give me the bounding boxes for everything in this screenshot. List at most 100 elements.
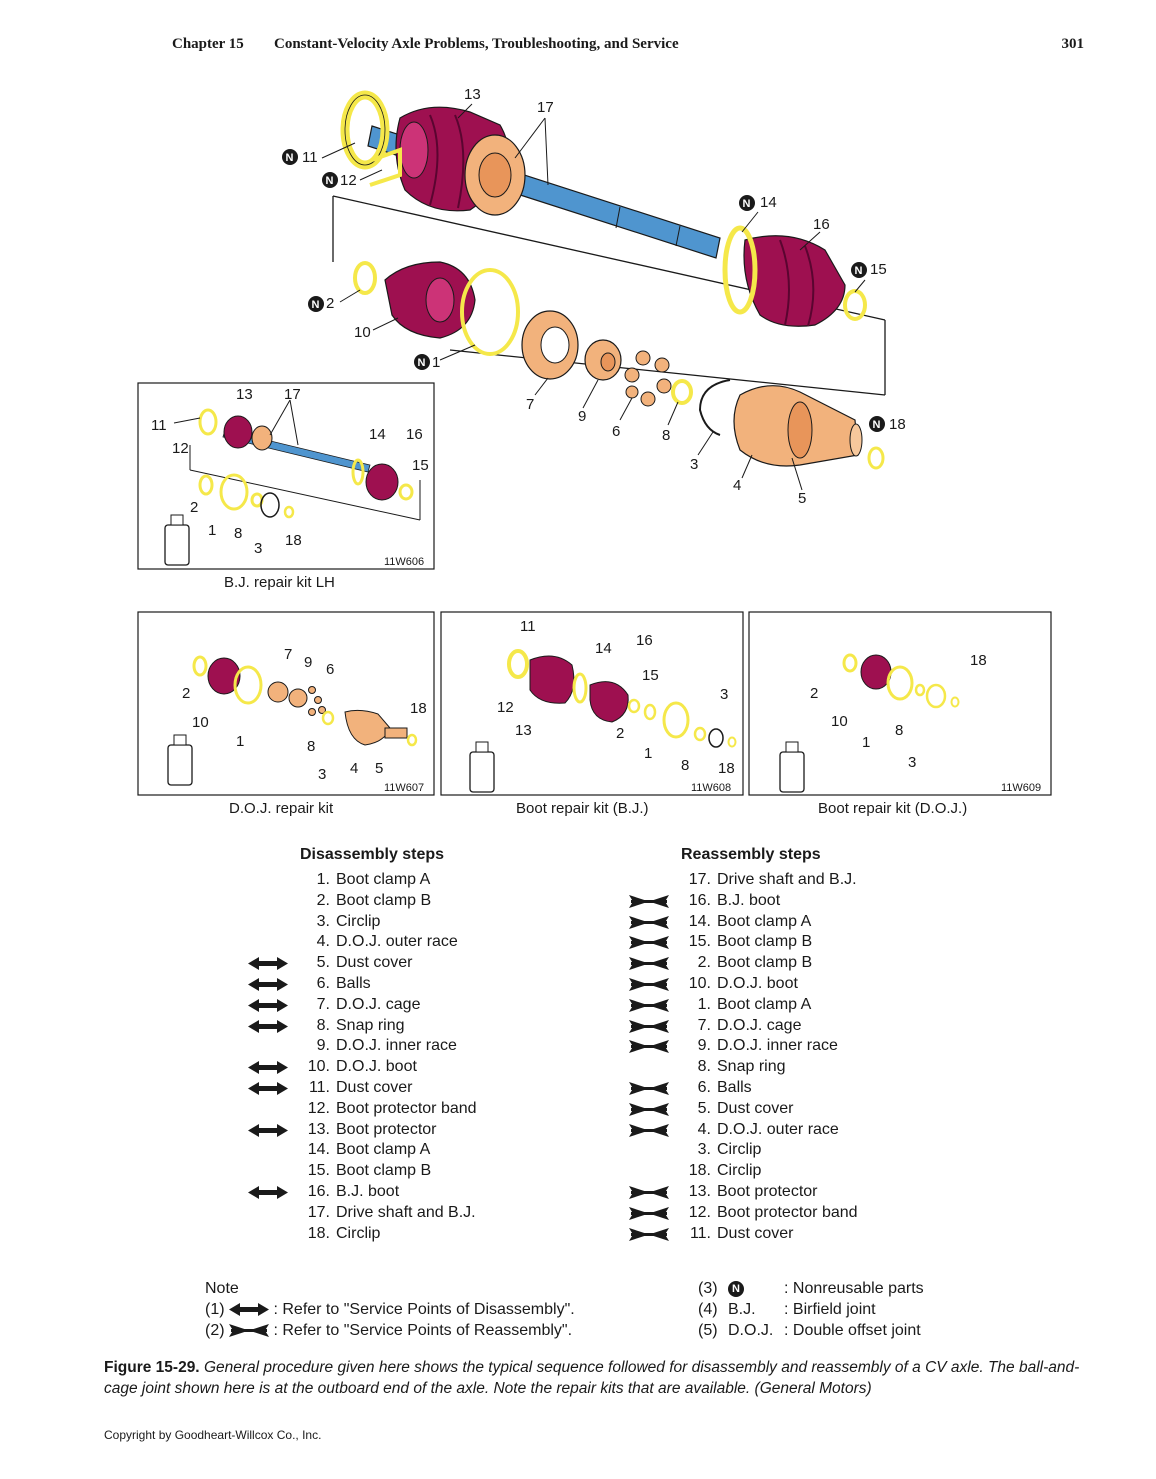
reassembly-arrows-icon	[629, 894, 669, 908]
step-label: D.O.J. cage	[336, 995, 421, 1013]
step-label: Snap ring	[717, 1058, 786, 1076]
doj-label-5: 5	[375, 760, 383, 777]
label-13: 13	[464, 86, 481, 103]
step-number: 17.	[688, 871, 711, 888]
step-number: 17.	[307, 1203, 330, 1221]
doj-label-10: 10	[192, 714, 209, 731]
step-label: D.O.J. outer race	[717, 1120, 839, 1138]
bjlh-label-11: 11	[151, 417, 167, 434]
label-12: 12	[340, 172, 357, 189]
balls-6	[624, 350, 672, 407]
reassembly-arrows-icon	[229, 1324, 270, 1337]
label-4: 4	[733, 477, 741, 494]
doj-label-6: 6	[326, 661, 334, 678]
boot-clamp-15	[843, 289, 867, 321]
step-number: 5.	[316, 954, 330, 972]
step-number: 1.	[316, 871, 330, 888]
reassembly-steps: Reassembly steps 17.Drive shaft and B.J.…	[629, 846, 858, 1245]
circlip-18	[867, 446, 885, 470]
code-11w609: 11W609	[1001, 782, 1041, 794]
copyright: Copyright by Goodheart-Willcox Co., Inc.	[104, 1428, 322, 1442]
step-number: 14.	[688, 912, 711, 930]
bjlh-label-8: 8	[234, 525, 242, 542]
step-label: Boot clamp B	[336, 891, 432, 909]
step-number: 16.	[688, 891, 711, 909]
bootdoj-label-3: 3	[908, 754, 916, 771]
step-item: 5.Dust cover	[629, 1099, 858, 1120]
step-label: Dust cover	[336, 954, 413, 972]
bootdoj-label-18: 18	[970, 652, 987, 669]
step-label: Circlip	[717, 1141, 762, 1159]
step-label: D.O.J. inner race	[717, 1037, 838, 1055]
step-item: 11.Dust cover	[629, 1224, 858, 1245]
note-left: Note (1) : Refer to "Service Points of D…	[205, 1278, 575, 1341]
bootbj-label-14: 14	[595, 640, 612, 657]
note-2-index: (2)	[205, 1322, 225, 1339]
disassembly-arrows-icon	[248, 957, 288, 971]
step-label: Circlip	[336, 912, 381, 930]
reassembly-arrows-icon	[629, 915, 669, 929]
code-11w607: 11W607	[384, 782, 424, 794]
step-number: 2.	[316, 891, 330, 909]
bootdoj-label-8: 8	[895, 722, 903, 739]
bjlh-label-12: 12	[172, 440, 189, 457]
step-item: 9. D.O.J. inner race	[629, 1036, 858, 1057]
step-number: 6.	[697, 1078, 711, 1096]
step-item: 13.Boot protector	[248, 1120, 477, 1141]
svg-text:N: N	[286, 152, 294, 164]
bootbj-label-15: 15	[642, 667, 659, 684]
snap-ring-8	[671, 379, 693, 405]
step-label: Boot clamp B	[336, 1162, 432, 1180]
bootbj-label-12: 12	[497, 699, 514, 716]
step-item: 3. Circlip	[681, 1140, 858, 1161]
bjlh-label-3: 3	[254, 540, 262, 557]
figure-caption: Figure 15-29. General procedure given he…	[104, 1357, 1094, 1399]
code-11w608: 11W608	[691, 782, 731, 794]
bootbj-label-8: 8	[681, 757, 689, 774]
step-number: 11.	[689, 1224, 711, 1242]
label-18: 18	[889, 416, 906, 433]
label-17: 17	[537, 99, 554, 116]
bootbj-label-3: 3	[720, 686, 728, 703]
nonreusable-icon: N	[728, 1281, 744, 1297]
disassembly-arrows-icon	[248, 998, 288, 1012]
doj-label-9: 9	[304, 654, 312, 671]
step-label: Dust cover	[717, 1099, 794, 1117]
circlip-3	[698, 379, 731, 436]
reassembly-arrows-icon	[629, 1019, 669, 1033]
step-item: 17.Drive shaft and B.J.	[681, 870, 858, 891]
reassembly-arrows-icon	[629, 998, 669, 1012]
reassembly-arrows-icon	[629, 1123, 669, 1137]
page-header: Chapter 15 Constant-Velocity Axle Proble…	[172, 36, 1084, 60]
step-number: 3.	[697, 1141, 711, 1159]
bjlh-label-17: 17	[284, 386, 301, 403]
step-number: 12.	[688, 1203, 711, 1221]
step-number: 1.	[697, 995, 711, 1013]
step-number: 9.	[697, 1037, 711, 1055]
reassembly-title: Reassembly steps	[681, 846, 821, 863]
label-7: 7	[526, 396, 534, 413]
step-number: 15.	[307, 1162, 330, 1180]
step-item: 16.B.J. boot	[248, 1182, 477, 1203]
main-labels: 13 17 11 12 14 16 15 2 10 1 7 9 6 8 18 3…	[302, 86, 906, 507]
bootbj-label-13: 13	[515, 722, 532, 739]
note-item-1: (1) : Refer to "Service Points of Disass…	[205, 1299, 575, 1320]
step-number: 3.	[316, 912, 330, 930]
reassembly-arrows-icon	[629, 936, 669, 950]
label-8: 8	[662, 427, 670, 444]
step-number: 7.	[316, 995, 330, 1013]
step-label: D.O.J. outer race	[336, 933, 458, 951]
label-16: 16	[813, 216, 830, 233]
panel-bj-repair-kit-lh: 13 17 11 12 14 16 15 2 1 8 3 18 11W606	[137, 382, 435, 570]
chapter-label: Chapter 15	[172, 36, 244, 52]
panel-boot-repair-kit-doj: 18 2 10 8 1 3 11W609	[748, 611, 1052, 796]
bootbj-label-2: 2	[616, 725, 624, 742]
step-label: Boot clamp A	[336, 871, 431, 888]
step-item: 9.D.O.J. inner race	[300, 1036, 477, 1057]
reassembly-arrows-icon	[629, 1185, 669, 1199]
disassembly-arrows-icon	[248, 1123, 288, 1137]
step-label: Boot clamp A	[336, 1141, 431, 1159]
step-label: Boot protector	[336, 1120, 437, 1138]
step-item: 2. Boot clamp B	[300, 891, 477, 912]
